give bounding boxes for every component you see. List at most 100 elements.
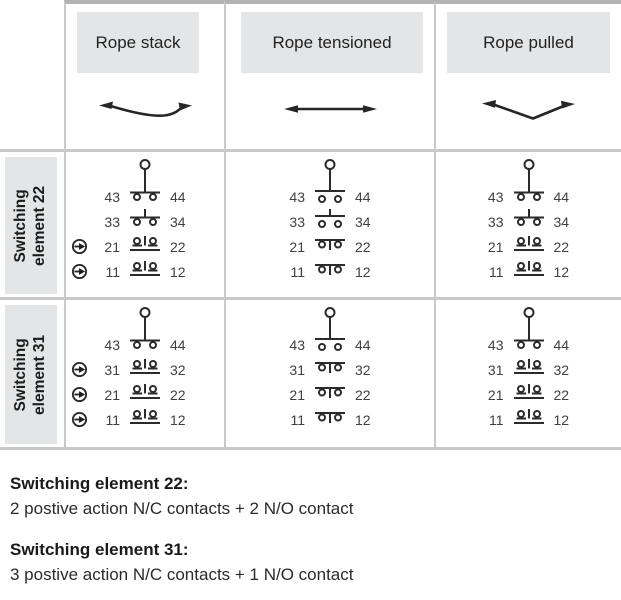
contact-row: 31 32 — [256, 357, 404, 382]
terminal-number-right: 44 — [355, 336, 371, 353]
contact-symbol-no-open — [315, 184, 345, 203]
contact-symbol-nc-open — [130, 384, 160, 399]
terminal-number-left: 31 — [289, 361, 305, 378]
positive-opening-slot — [71, 386, 97, 403]
table-corner-cell — [0, 0, 64, 149]
row-separator — [0, 447, 621, 450]
contact-row: 43 44 — [455, 332, 603, 357]
contact-row: 11 12 — [256, 259, 404, 284]
row-label-line2: element 22 — [31, 185, 49, 266]
terminal-number-right: 34 — [553, 213, 570, 230]
terminal-number-left: 43 — [104, 188, 120, 205]
column-header-label: Rope pulled — [483, 32, 574, 52]
positive-opening-slot — [71, 238, 97, 255]
contact-symbol-nc-open — [513, 236, 544, 251]
positive-opening-icon — [71, 361, 88, 378]
plunger-icon — [523, 159, 534, 184]
positive-opening-slot — [71, 263, 97, 280]
note-title: Switching element 22: — [10, 474, 189, 493]
terminal-number-left: 43 — [487, 336, 504, 353]
contact-symbol-nc-closed — [315, 362, 345, 373]
terminal-number-left: 11 — [488, 411, 504, 428]
terminal-number-right: 12 — [170, 411, 186, 428]
contact-row: 33 34 — [256, 209, 404, 234]
contact-symbol-nc-open — [513, 359, 544, 374]
contact-symbol-nc-open — [130, 236, 160, 251]
row-label-box: Switching element 31 — [5, 305, 57, 444]
row-label-switching-element-31: Switching element 31 — [0, 300, 64, 447]
column-header-box: Rope pulled — [447, 12, 610, 73]
terminal-number-left: 43 — [487, 188, 504, 205]
terminal-number-left: 33 — [104, 213, 120, 230]
contact-row: 11 12 — [455, 407, 603, 432]
terminal-number-right: 12 — [355, 263, 371, 280]
terminal-number-right: 44 — [170, 188, 186, 205]
terminal-number-left: 11 — [290, 411, 305, 428]
note-switching-element-22: Switching element 22: 2 postive action N… — [10, 474, 621, 519]
terminal-number-left: 43 — [289, 336, 305, 353]
contact-symbol-nc-open — [130, 261, 160, 276]
terminal-number-left: 11 — [488, 263, 504, 280]
note-title: Switching element 31: — [10, 540, 189, 559]
contact-symbol-no-open — [315, 209, 345, 228]
positive-opening-icon — [71, 386, 88, 403]
contact-symbol-no-closed — [513, 184, 544, 201]
contact-symbol-no-closed — [130, 209, 160, 226]
contact-symbol-nc-closed — [315, 239, 345, 250]
terminal-number-right: 44 — [355, 188, 371, 205]
row-label-text: Switching element 31 — [12, 334, 50, 414]
row-label-switching-element-22: Switching element 22 — [0, 152, 64, 297]
positive-opening-icon — [71, 238, 88, 255]
row-label-line2: element 31 — [31, 334, 49, 415]
positive-opening-slot — [71, 411, 97, 428]
contact-symbol-nc-open — [513, 384, 544, 399]
contact-symbol-nc-open — [130, 359, 160, 374]
terminal-number-right: 34 — [355, 213, 371, 230]
contact-row: 43 44 — [455, 184, 603, 209]
terminal-number-left: 33 — [289, 213, 305, 230]
terminal-number-left: 21 — [104, 238, 120, 255]
terminal-number-right: 32 — [355, 361, 371, 378]
note-switching-element-31: Switching element 31: 3 postive action N… — [10, 540, 621, 585]
note-body: 3 postive action N/C contacts + 1 N/O co… — [10, 565, 354, 584]
plunger-icon — [523, 307, 534, 332]
contact-symbol-no-closed — [513, 332, 544, 349]
contact-symbol-nc-open — [513, 261, 544, 276]
contact-state-table: Rope stack Rope tensioned Rope pulled Sw… — [0, 0, 621, 450]
terminal-number-right: 44 — [553, 188, 570, 205]
contact-symbol-nc-closed — [315, 264, 345, 275]
terminal-number-right: 12 — [553, 411, 570, 428]
terminal-number-right: 44 — [553, 336, 570, 353]
column-header-box: Rope tensioned — [241, 12, 423, 73]
rope-pulled-icon — [481, 93, 576, 125]
terminal-number-left: 31 — [104, 361, 120, 378]
terminal-number-right: 22 — [553, 238, 570, 255]
column-header-rope-pulled: Rope pulled — [434, 0, 621, 149]
row-separator — [0, 149, 621, 152]
terminal-number-left: 11 — [290, 263, 305, 280]
positive-opening-slot — [71, 361, 97, 378]
column-header-box: Rope stack — [77, 12, 199, 73]
terminal-number-right: 44 — [170, 336, 186, 353]
terminal-number-left: 21 — [104, 386, 120, 403]
contact-symbol-no-closed — [513, 209, 544, 226]
